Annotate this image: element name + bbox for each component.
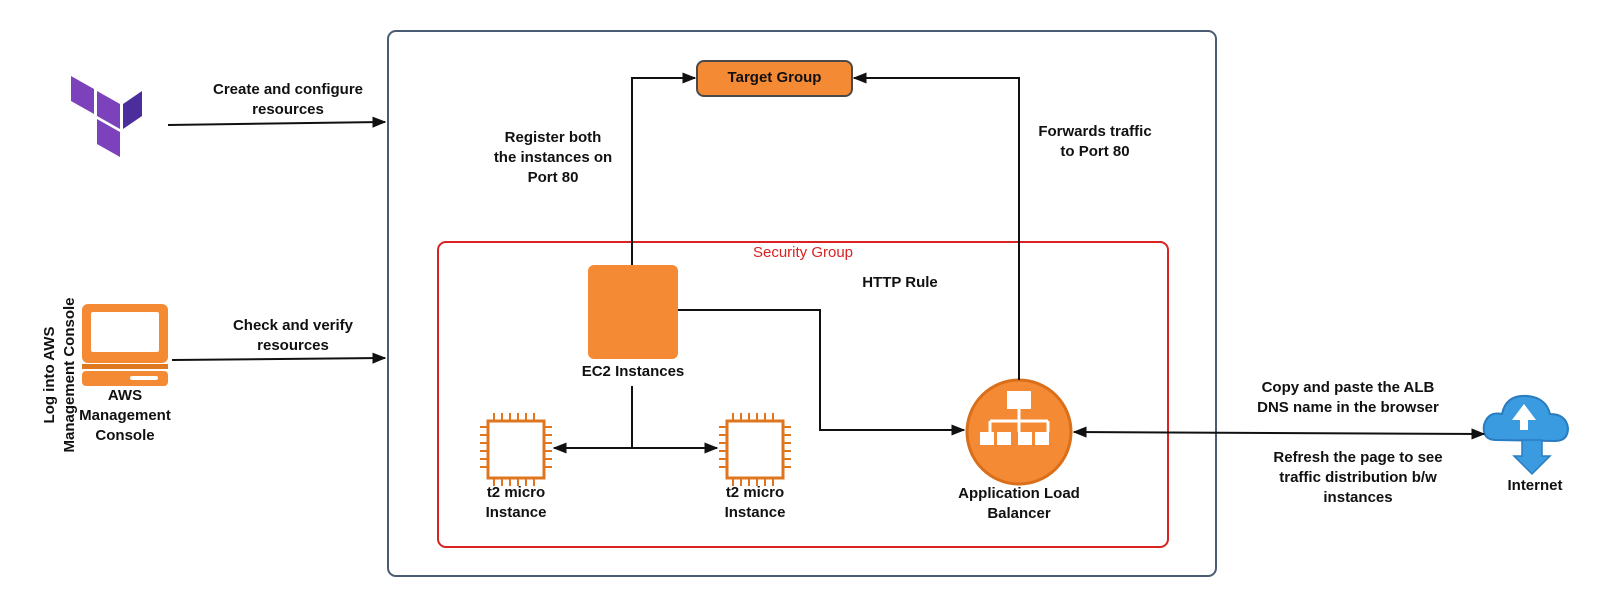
arrow-ec2-to-target-group — [631, 72, 697, 265]
label-ec2-instances: EC2 Instances — [581, 363, 685, 380]
chip-icon-left — [480, 413, 552, 486]
terraform-logo-icon — [71, 76, 142, 157]
label-internet: Internet — [1507, 477, 1563, 494]
arrow-alb-internet — [1072, 426, 1486, 440]
aws-cloud-frame — [387, 30, 1217, 577]
target-group-label: Target Group — [727, 69, 822, 86]
security-group-title: Security Group — [752, 244, 854, 261]
security-group-box — [437, 241, 1169, 548]
load-balancer-icon — [965, 378, 1073, 486]
laptop-icon — [82, 304, 168, 386]
ec2-instances-icon — [588, 265, 678, 359]
chip-icon-right — [719, 413, 791, 486]
arrow-ec2-to-alb — [678, 309, 966, 436]
arrow-alb-to-target-group — [852, 72, 1020, 380]
connectors — [167, 72, 1486, 454]
label-http-rule: HTTP Rule — [862, 274, 938, 291]
cloud-internet-icon — [1482, 394, 1570, 476]
arrow-terraform-to-aws — [167, 116, 387, 128]
target-group-box — [696, 60, 853, 97]
arrow-console-to-aws — [171, 352, 387, 364]
